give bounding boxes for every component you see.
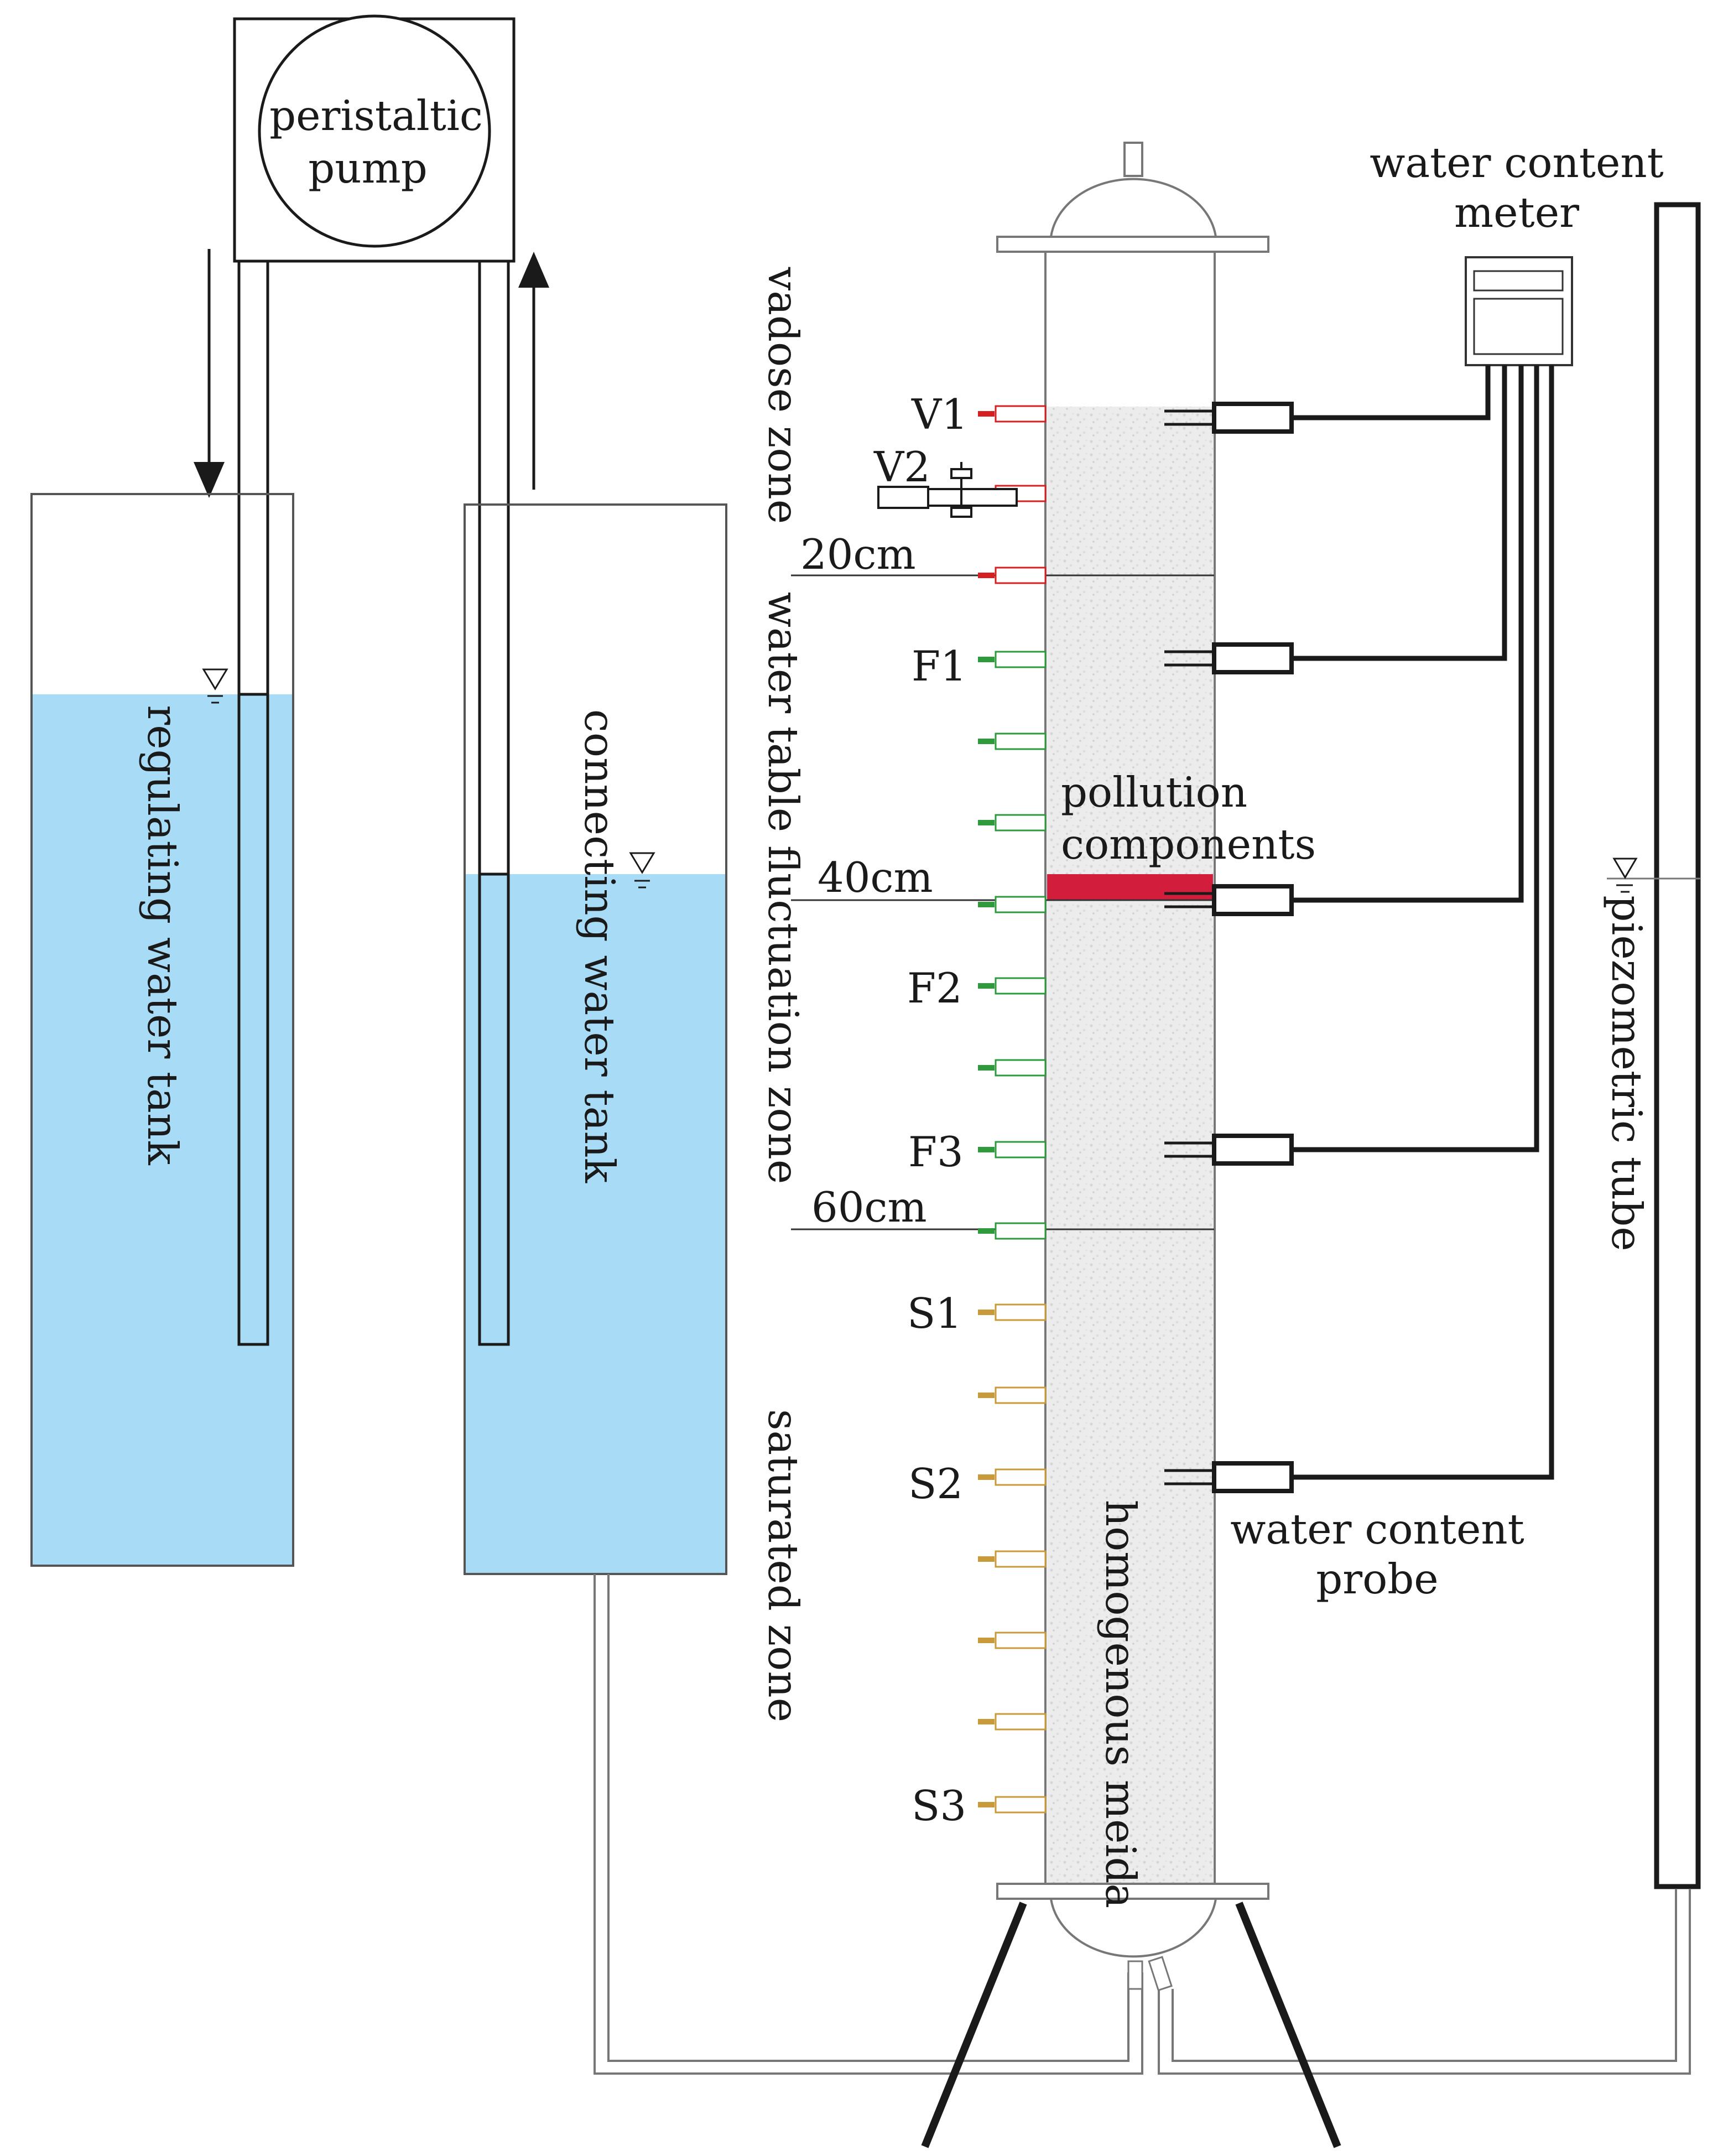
port-label-v1: V1 bbox=[911, 390, 968, 439]
water-level-triangle-icon bbox=[629, 852, 655, 889]
water-level-triangle-icon bbox=[1612, 858, 1638, 893]
sampling-port bbox=[978, 651, 1047, 668]
sampling-port bbox=[978, 1222, 1047, 1240]
sampling-port bbox=[978, 1632, 1047, 1649]
depth-label-60: 60cm bbox=[811, 1183, 927, 1232]
port-label-f1: F1 bbox=[912, 642, 967, 690]
connecting-tank-label: connecting water tank bbox=[575, 709, 624, 1183]
piezometric-tube: piezometric tube bbox=[1602, 202, 1701, 1889]
saturated-zone-label: saturated zone bbox=[759, 1409, 808, 1722]
peristaltic-pump: peristaltic pump bbox=[233, 14, 516, 263]
stand-leg-left bbox=[921, 1902, 1027, 2148]
water-content-probe bbox=[1164, 1461, 1294, 1493]
pollution-label-line1: pollution bbox=[1061, 768, 1247, 817]
flow-arrow-icon bbox=[518, 252, 549, 490]
sampling-port bbox=[978, 977, 1047, 995]
pump-label-line2: pump bbox=[308, 144, 427, 193]
sampling-port bbox=[978, 1059, 1047, 1077]
stand-leg-right bbox=[1235, 1902, 1341, 2148]
depth-label-40: 40cm bbox=[818, 853, 933, 902]
sampling-port bbox=[978, 405, 1047, 423]
water-content-meter: water content meter bbox=[1370, 138, 1664, 366]
sampling-port bbox=[978, 732, 1047, 750]
regulating-tank-label: regulating water tank bbox=[138, 705, 187, 1165]
water-content-probe bbox=[1164, 884, 1294, 916]
port-label-s1: S1 bbox=[907, 1289, 962, 1338]
flow-arrow-icon bbox=[194, 249, 225, 498]
port-label-f3: F3 bbox=[908, 1128, 964, 1176]
bottom-pipes bbox=[594, 1574, 1691, 2075]
port-label-f2: F2 bbox=[907, 964, 962, 1012]
sampling-port bbox=[978, 567, 1047, 584]
sampling-port bbox=[978, 1386, 1047, 1404]
sampling-port bbox=[978, 896, 1047, 913]
port-label-v2: V2 bbox=[873, 443, 930, 491]
meter-label-line2: meter bbox=[1454, 188, 1579, 237]
port-labels: V1 V2 F1 F2 F3 S1 S2 S3 bbox=[873, 390, 968, 1830]
sampling-port bbox=[978, 1550, 1047, 1568]
sampling-port bbox=[978, 1713, 1047, 1731]
water-content-probe bbox=[1164, 642, 1294, 674]
port-label-s2: S2 bbox=[908, 1459, 963, 1508]
water-level-triangle-icon bbox=[202, 668, 228, 704]
probe-cables bbox=[1292, 365, 1554, 1480]
sampling-port bbox=[978, 1796, 1047, 1814]
sampling-port bbox=[978, 1303, 1047, 1321]
port-label-s3: S3 bbox=[912, 1781, 966, 1830]
sampling-port bbox=[978, 814, 1047, 832]
water-content-probes bbox=[1164, 402, 1294, 1493]
probe-label-line2: probe bbox=[1316, 1555, 1438, 1603]
water-content-probe bbox=[1164, 1134, 1294, 1166]
water-content-probe bbox=[1164, 402, 1294, 434]
probe-label-line1: water content bbox=[1230, 1505, 1524, 1554]
vadose-zone-label: vadose zone bbox=[759, 267, 808, 524]
media-label: homogenous meida bbox=[1096, 1500, 1145, 1908]
pump-label-line1: peristaltic bbox=[269, 91, 483, 140]
valve-icon bbox=[877, 462, 1018, 518]
depth-markers: 20cm 40cm 60cm bbox=[791, 530, 1214, 1232]
piezometric-tube-label: piezometric tube bbox=[1602, 895, 1651, 1251]
meter-label-line1: water content bbox=[1370, 138, 1664, 187]
sampling-port bbox=[978, 1468, 1047, 1486]
pollution-label-line2: components bbox=[1061, 820, 1316, 869]
fluctuation-zone-label: water table fluctuation zone bbox=[759, 592, 808, 1184]
depth-label-20: 20cm bbox=[800, 530, 916, 579]
pollution-layer bbox=[1047, 874, 1213, 900]
sampling-ports bbox=[978, 405, 1047, 1814]
sampling-port bbox=[978, 1141, 1047, 1158]
regulating-water-tank: regulating water tank bbox=[30, 493, 294, 1567]
